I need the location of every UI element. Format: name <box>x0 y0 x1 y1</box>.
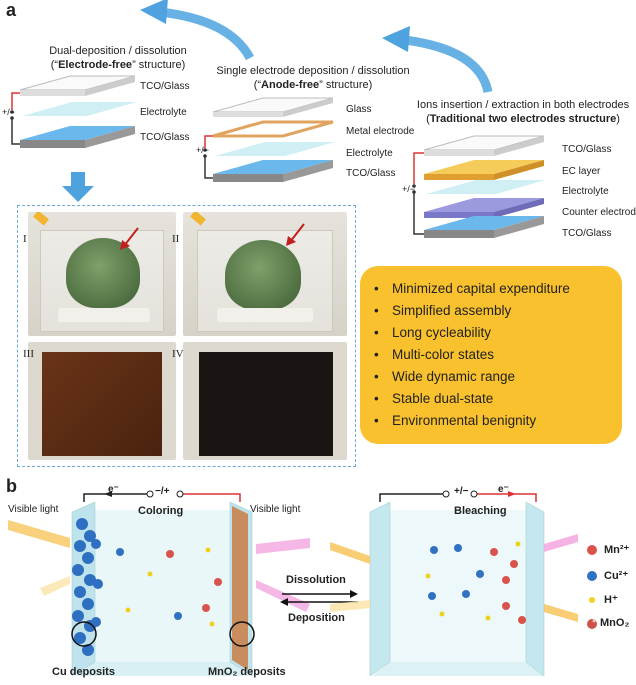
photo-iii <box>28 342 176 460</box>
reaction-arrows <box>280 590 358 606</box>
af-layer-2: Metal electrode <box>346 126 415 137</box>
legend-mn: Mn²⁺ <box>604 544 630 556</box>
anode-free-caption-line2: (“Anode-free” structure) <box>253 79 373 91</box>
photo-i-pot <box>58 308 150 322</box>
advantage-item: Multi-color states <box>370 344 622 366</box>
photo-ii-cactus <box>225 240 301 310</box>
legend-mno2: MnO₂ <box>600 617 630 629</box>
electrode-free-caption: Dual-deposition / dissolution (“Electrod… <box>18 44 218 72</box>
photo-ii-label: II <box>172 233 180 245</box>
tr-layer-1: TCO/Glass <box>562 144 612 155</box>
reaction-forward: Dissolution <box>286 574 346 586</box>
curved-arrow-2 <box>404 35 493 94</box>
legend-cu: Cu²⁺ <box>604 570 629 582</box>
af-layer-3: Electrolyte <box>346 148 393 159</box>
photo-iv-label: IV <box>172 348 184 360</box>
traditional-caption-line2: (Traditional two electrodes structure) <box>426 113 620 125</box>
af-layer-4: TCO/Glass <box>346 168 396 179</box>
ef-polarity: +/− <box>2 107 16 117</box>
ef-layer-2: Electrolyte <box>140 107 187 118</box>
advantage-item: Environmental benignity <box>370 410 622 432</box>
cu-deposits-label: Cu deposits <box>52 666 115 678</box>
photo-ii <box>183 212 347 336</box>
coloring-cell <box>8 490 310 677</box>
anode-free-caption: Single electrode deposition / dissolutio… <box>198 64 428 92</box>
photo-iii-label: III <box>23 348 34 360</box>
advantages-list: Minimized capital expenditure Simplified… <box>370 278 622 432</box>
photo-i-dropper <box>33 212 49 226</box>
advantage-item: Stable dual-state <box>370 388 622 410</box>
tr-layer-5: TCO/Glass <box>562 228 612 239</box>
bleaching-polarity: +/− <box>454 486 469 497</box>
bleaching-electron: e⁻ <box>498 484 509 495</box>
af-polarity: +/− <box>196 145 210 155</box>
panel-a-label: a <box>6 0 17 20</box>
down-arrow <box>62 172 94 202</box>
anode-free-stack <box>203 97 335 182</box>
visible-light-left: Visible light <box>8 504 59 515</box>
photo-ii-arrow <box>286 223 305 246</box>
curved-arrows <box>140 0 493 94</box>
advantage-item: Long cycleability <box>370 322 622 344</box>
ef-layer-3: TCO/Glass <box>140 132 190 143</box>
panel-b-label: b <box>6 476 17 496</box>
tr-polarity: +/− <box>402 184 416 194</box>
coloring-polarity: −/+ <box>155 486 170 497</box>
curved-arrow-2-head <box>382 26 410 52</box>
photo-iii-tinted-panel <box>42 352 162 456</box>
curved-arrow-1-head <box>140 0 168 24</box>
photo-iv-tinted-panel <box>199 352 333 456</box>
photo-ii-dropper <box>190 212 206 226</box>
tr-layer-4: Counter electrode <box>562 207 636 218</box>
anode-free-caption-line1: Single electrode deposition / dissolutio… <box>216 65 410 77</box>
photo-i <box>28 212 176 336</box>
visible-light-right: Visible light <box>250 504 301 515</box>
legend-dots <box>587 545 597 629</box>
photo-i-label: I <box>23 233 27 245</box>
ef-layer-1: TCO/Glass <box>140 81 190 92</box>
photo-frame <box>17 205 356 467</box>
mno2-deposits-label: MnO₂ deposits <box>208 666 286 678</box>
bleaching-title: Bleaching <box>454 505 507 517</box>
traditional-stack <box>412 135 546 238</box>
photo-iv <box>183 342 347 460</box>
coloring-title: Coloring <box>138 505 184 517</box>
tr-layer-3: Electrolyte <box>562 186 609 197</box>
photo-ii-pot <box>217 308 313 322</box>
electrode-free-caption-line2: (“Electrode-free” structure) <box>50 59 186 71</box>
traditional-caption: Ions insertion / extraction in both elec… <box>410 98 636 126</box>
advantage-item: Wide dynamic range <box>370 366 622 388</box>
coloring-electron: e⁻ <box>108 484 119 495</box>
af-layer-1: Glass <box>346 104 372 115</box>
electrode-free-stack <box>10 75 137 148</box>
reaction-reverse: Deposition <box>288 612 345 624</box>
legend-h: H⁺ <box>604 594 618 606</box>
tr-layer-2: EC layer <box>562 166 601 177</box>
photo-i-cactus <box>66 238 140 308</box>
traditional-caption-line1: Ions insertion / extraction in both elec… <box>416 99 630 111</box>
curved-arrow-1 <box>159 7 254 61</box>
advantage-item: Minimized capital expenditure <box>370 278 622 300</box>
electrode-free-caption-line1: Dual-deposition / dissolution <box>49 45 187 57</box>
bleaching-cell <box>330 490 578 677</box>
advantages-box: Minimized capital expenditure Simplified… <box>360 266 622 444</box>
photo-i-arrow <box>120 227 139 250</box>
advantage-item: Simplified assembly <box>370 300 622 322</box>
